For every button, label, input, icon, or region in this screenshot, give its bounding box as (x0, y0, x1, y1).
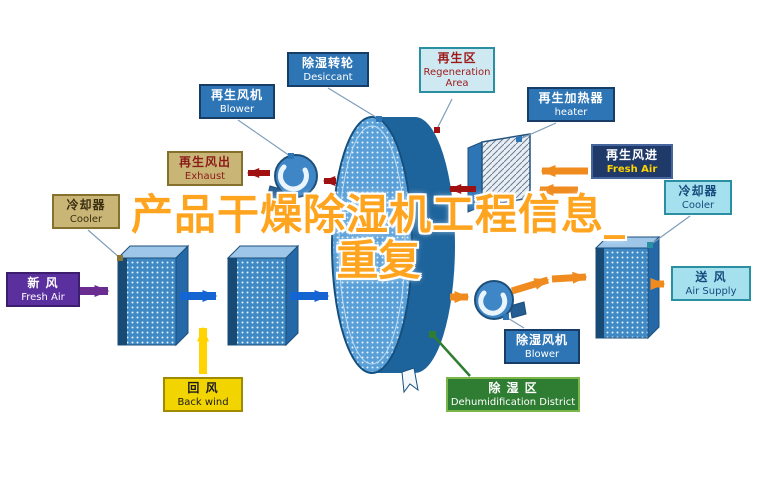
label-air-supply-en: Air Supply (685, 285, 737, 297)
label-desiccant-zh: 除湿转轮 (301, 56, 354, 70)
regeneration-air-arrows (246, 165, 588, 196)
wheel-ribbon (401, 367, 419, 394)
label-regeneration-blower: 再生风机 Blower (199, 84, 275, 119)
label-cooler-right: 冷却器 Cooler (664, 180, 732, 215)
label-cooler-left: 冷却器 Cooler (52, 194, 120, 229)
air-handler-unit-1 (116, 244, 190, 347)
label-regeneration-heater: 再生加热器 heater (527, 87, 615, 122)
label-desiccant: 除湿转轮 Desiccant (287, 52, 369, 87)
label-regeneration-area-en: Regeneration Area (423, 66, 491, 89)
label-regeneration-heater-zh: 再生加热器 (538, 91, 604, 105)
label-dehumidification-blower-en: Blower (524, 348, 560, 360)
label-dehumidification-blower: 除湿风机 Blower (504, 329, 580, 364)
label-regeneration-exhaust-en: Exhaust (184, 170, 226, 182)
label-dehumidification-district-en: Dehumidification District (450, 396, 576, 408)
label-back-wind: 回 风 Back wind (163, 377, 243, 412)
label-dehumidification-district: 除 湿 区 Dehumidification District (446, 377, 580, 412)
dehumidification-blower-fan (474, 280, 527, 320)
label-regeneration-fresh-air-zh: 再生风进 (605, 148, 658, 162)
regeneration-heater-section (467, 133, 531, 213)
label-fresh-air-en: Fresh Air (21, 291, 65, 303)
label-regeneration-fresh-air-en: Fresh Air (606, 163, 658, 175)
desiccant-wheel (331, 116, 455, 394)
label-regeneration-area-zh: 再生区 (437, 51, 477, 65)
label-desiccant-en: Desiccant (303, 71, 353, 83)
label-regeneration-blower-zh: 再生风机 (210, 88, 263, 102)
process-air-arrows (80, 271, 666, 374)
label-back-wind-zh: 回 风 (187, 381, 219, 395)
label-regeneration-heater-en: heater (554, 106, 588, 118)
label-regeneration-area: 再生区 Regeneration Area (419, 47, 495, 93)
label-fresh-air-zh: 新 风 (27, 276, 59, 290)
label-cooler-right-zh: 冷却器 (678, 184, 718, 198)
label-air-supply-zh: 送 风 (695, 270, 727, 284)
label-fresh-air: 新 风 Fresh Air (6, 272, 80, 307)
air-handler-unit-right (594, 235, 661, 340)
label-regeneration-fresh-air: 再生风进 Fresh Air (591, 144, 673, 179)
air-handler-unit-2 (226, 244, 300, 347)
label-regeneration-exhaust-zh: 再生风出 (178, 155, 231, 169)
label-cooler-left-zh: 冷却器 (66, 198, 106, 212)
leader-lines (87, 87, 691, 377)
label-regeneration-exhaust: 再生风出 Exhaust (167, 151, 243, 186)
label-regeneration-blower-en: Blower (219, 103, 255, 115)
label-back-wind-en: Back wind (177, 396, 229, 408)
leader-end-markers (117, 116, 653, 338)
label-dehumidification-blower-zh: 除湿风机 (515, 333, 568, 347)
label-cooler-right-en: Cooler (681, 199, 715, 211)
label-cooler-left-en: Cooler (69, 213, 103, 225)
regeneration-blower-fan (266, 154, 318, 203)
label-air-supply: 送 风 Air Supply (671, 266, 751, 301)
label-dehumidification-district-zh: 除 湿 区 (488, 381, 538, 395)
